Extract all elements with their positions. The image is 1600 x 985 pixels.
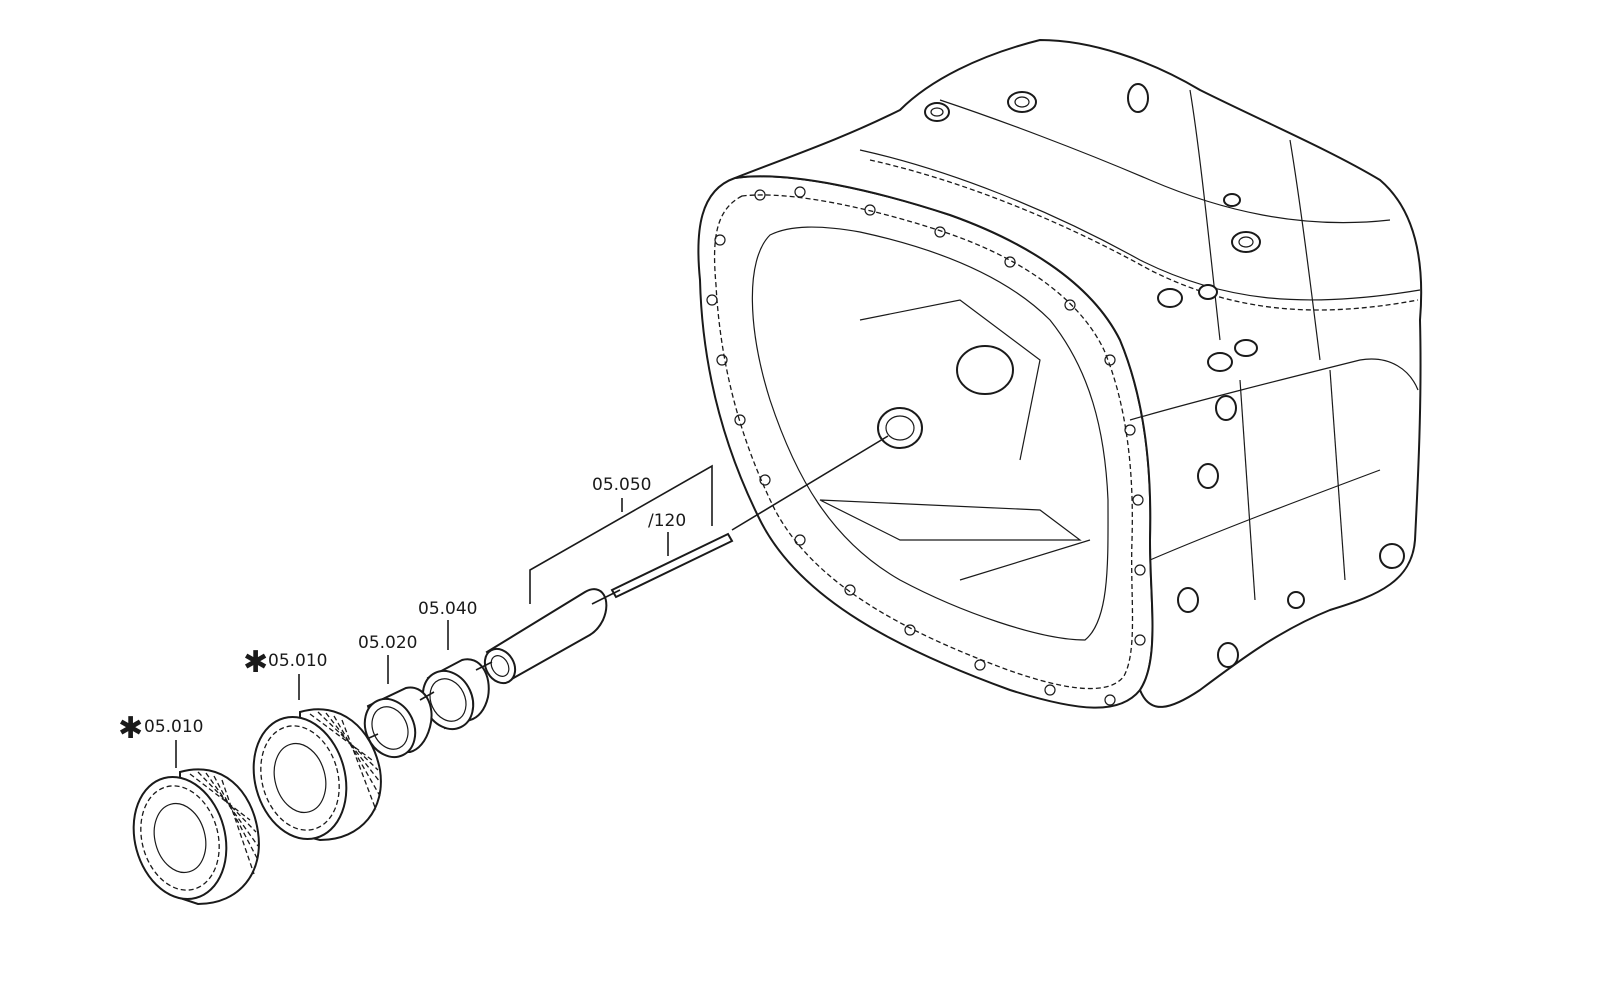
- gear-a: [132, 768, 260, 906]
- gear-b: [252, 708, 382, 842]
- callout-gear-a: 05.010: [144, 717, 203, 737]
- callout-pin-120: /120: [648, 511, 686, 531]
- transmission-housing: [697, 38, 1423, 709]
- callout-ring-020: 05.020: [358, 633, 417, 653]
- ring-020: [363, 686, 433, 759]
- housing-bosses: [924, 83, 1405, 668]
- pin-120: [610, 532, 734, 599]
- bracket-sleeve-050: [529, 464, 713, 604]
- asterisk-gear-a: ✱: [118, 711, 143, 746]
- flange-bolt-holes: [706, 186, 1146, 706]
- callout-sleeve-050: 05.050: [592, 475, 651, 495]
- sleeve-050: [483, 588, 608, 685]
- asterisk-gear-b: ✱: [243, 645, 268, 680]
- ring-040: [421, 658, 490, 731]
- shaft-bore: [877, 407, 923, 449]
- callout-ring-040: 05.040: [418, 599, 477, 619]
- callout-gear-b: 05.010: [268, 651, 327, 671]
